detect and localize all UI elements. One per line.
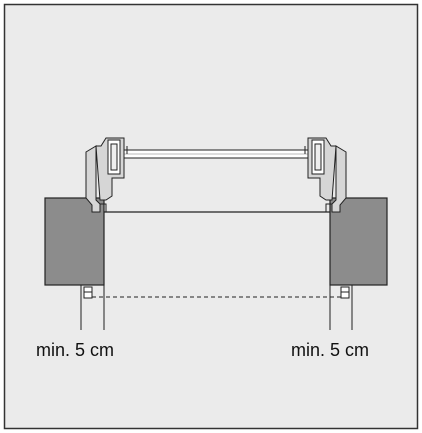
min-distance-label-left: min. 5 cm xyxy=(36,340,115,360)
curtain-rod xyxy=(121,149,309,159)
bracket-left xyxy=(85,137,130,213)
min-distance-label-right: min. 5 cm xyxy=(291,340,370,360)
bracket-right xyxy=(302,137,347,213)
clip-left xyxy=(83,286,93,299)
clip-right xyxy=(340,286,350,299)
